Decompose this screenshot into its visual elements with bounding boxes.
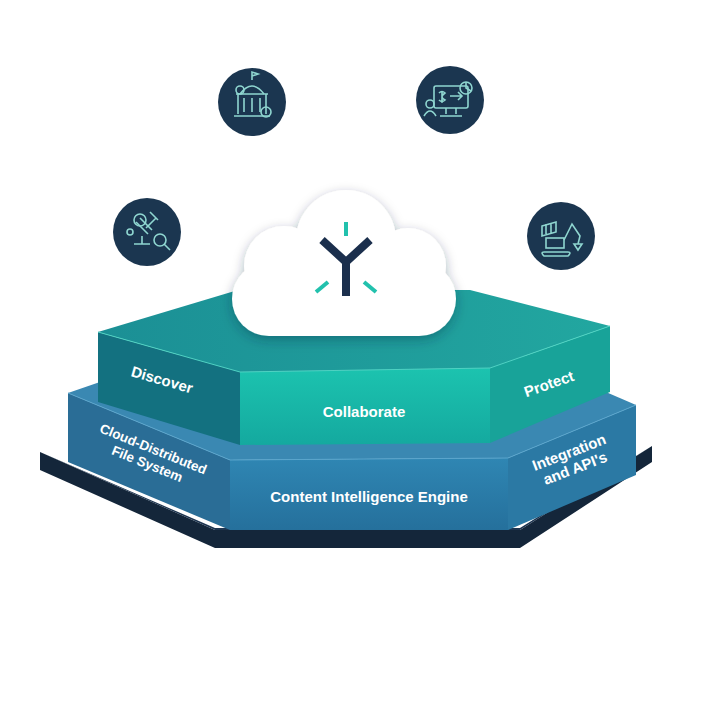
icon-government — [218, 68, 286, 136]
icon-science — [113, 198, 181, 266]
face-label-box: Discover — [101, 347, 224, 412]
cloud — [232, 190, 456, 336]
face-label-box: Integration and API's — [514, 418, 629, 502]
face-label-box: Content Intelligence Engine — [238, 477, 500, 517]
icon-finance — [416, 66, 484, 134]
face-label-box: Cloud-Distributed File System — [79, 409, 220, 505]
face-label: Integration and API's — [520, 426, 624, 493]
background-rings — [0, 20, 703, 702]
face-label: Discover — [129, 363, 195, 397]
face-label: Protect — [522, 367, 576, 400]
face-label: Collaborate — [323, 403, 406, 420]
face-label-box: Protect — [496, 352, 602, 417]
face-label: Content Intelligence Engine — [270, 488, 468, 505]
icon-construction — [527, 202, 595, 270]
face-label: Cloud-Distributed File System — [86, 419, 214, 495]
logo — [316, 222, 376, 296]
face-label-box: Collaborate — [249, 392, 479, 432]
